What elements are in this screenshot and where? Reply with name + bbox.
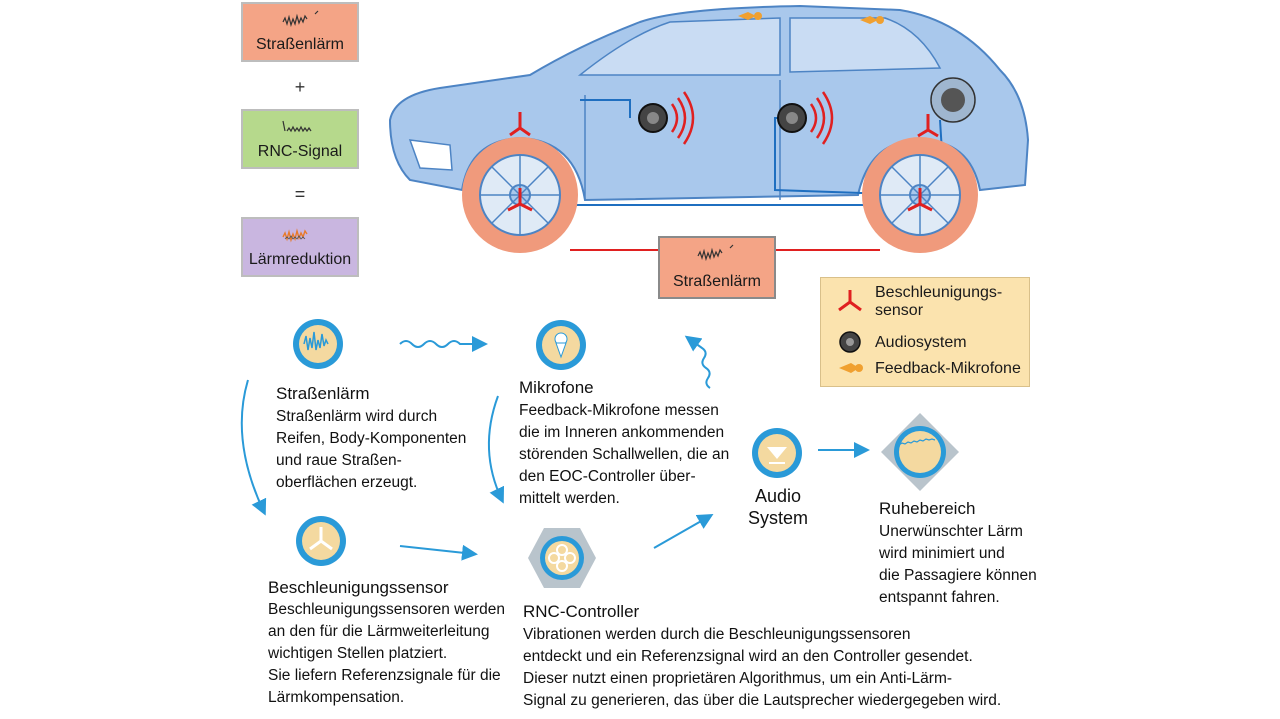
accelerometer-icon — [838, 290, 862, 312]
road-noise-marker: Straßenlärm — [658, 236, 776, 299]
mic-text: Feedback-Mikrofone messen die im Inneren… — [519, 402, 730, 507]
sensor-title: Beschleunigungssensor — [268, 578, 449, 597]
noise-reduction-box: Lärmreduktion — [241, 217, 359, 277]
controller-icon — [528, 528, 596, 588]
arrow-controller-to-audio — [653, 514, 714, 549]
anti-noise-wave-icon — [282, 120, 312, 133]
audio-system-title: Audio System — [748, 486, 809, 528]
speaker-icon — [638, 91, 695, 145]
road-noise-marker-label: Straßenlärm — [672, 273, 762, 290]
plus-sign: + — [294, 77, 306, 97]
microphone-icon — [536, 320, 586, 370]
speaker-icon — [839, 331, 861, 353]
legend: Beschleunigungs- sensor Audiosystem Feed… — [820, 277, 1030, 387]
audio-system-icon — [752, 428, 802, 478]
road-noise-text: Straßenlärm wird durch Reifen, Body-Komp… — [276, 408, 467, 491]
arrow-road-to-mic — [399, 336, 488, 352]
legend-label-accelerometer: Beschleunigungs- sensor — [875, 284, 1003, 319]
equals-sign: = — [294, 184, 306, 204]
flow-arrows — [240, 335, 870, 561]
accelerometer-icon — [509, 112, 531, 137]
accelerometer-icon — [507, 188, 533, 212]
quiet-zone-text: Unerwünschter Lärm wird minimiert und di… — [879, 523, 1037, 606]
accelerometer-icon — [917, 114, 939, 138]
mic-title: Mikrofone — [519, 378, 594, 397]
arrow-car-to-mic — [684, 335, 711, 389]
controller-title: RNC-Controller — [523, 602, 640, 621]
microphone-icon — [839, 363, 863, 373]
road-noise-box: Straßenlärm — [241, 2, 359, 62]
speaker-icon — [777, 91, 834, 145]
rnc-signal-label: RNC-Signal — [257, 143, 343, 160]
arrow-mic-to-controller — [487, 395, 505, 504]
controller-text: Vibrationen werden durch die Beschleunig… — [523, 626, 1002, 709]
sensor-text: Beschleunigungssensoren werden an den fü… — [268, 601, 505, 706]
rnc-signal-box: RNC-Signal — [241, 109, 359, 169]
noise-reduction-label: Lärmreduktion — [248, 251, 352, 268]
arrow-road-to-sensor — [240, 379, 267, 516]
road-noise-label: Straßenlärm — [255, 36, 345, 53]
road-noise-title: Straßenlärm — [276, 384, 370, 403]
quiet-zone-title: Ruhebereich — [879, 499, 976, 518]
arrow-sensor-to-controller — [399, 544, 478, 561]
noise-wave-icon — [697, 244, 734, 262]
reduced-noise-wave-icon — [282, 228, 308, 243]
microphone-icon — [738, 12, 884, 24]
legend-label-microphone: Feedback-Mikrofone — [875, 360, 1021, 377]
noise-wave-icon — [282, 10, 319, 28]
accelerometer-icon — [907, 188, 933, 212]
car-illustration — [388, 4, 1030, 253]
accelerometer-icon — [296, 516, 346, 566]
quiet-zone-icon — [881, 413, 959, 491]
legend-label-audio: Audiosystem — [875, 334, 967, 351]
sound-wave-icon — [293, 319, 343, 369]
